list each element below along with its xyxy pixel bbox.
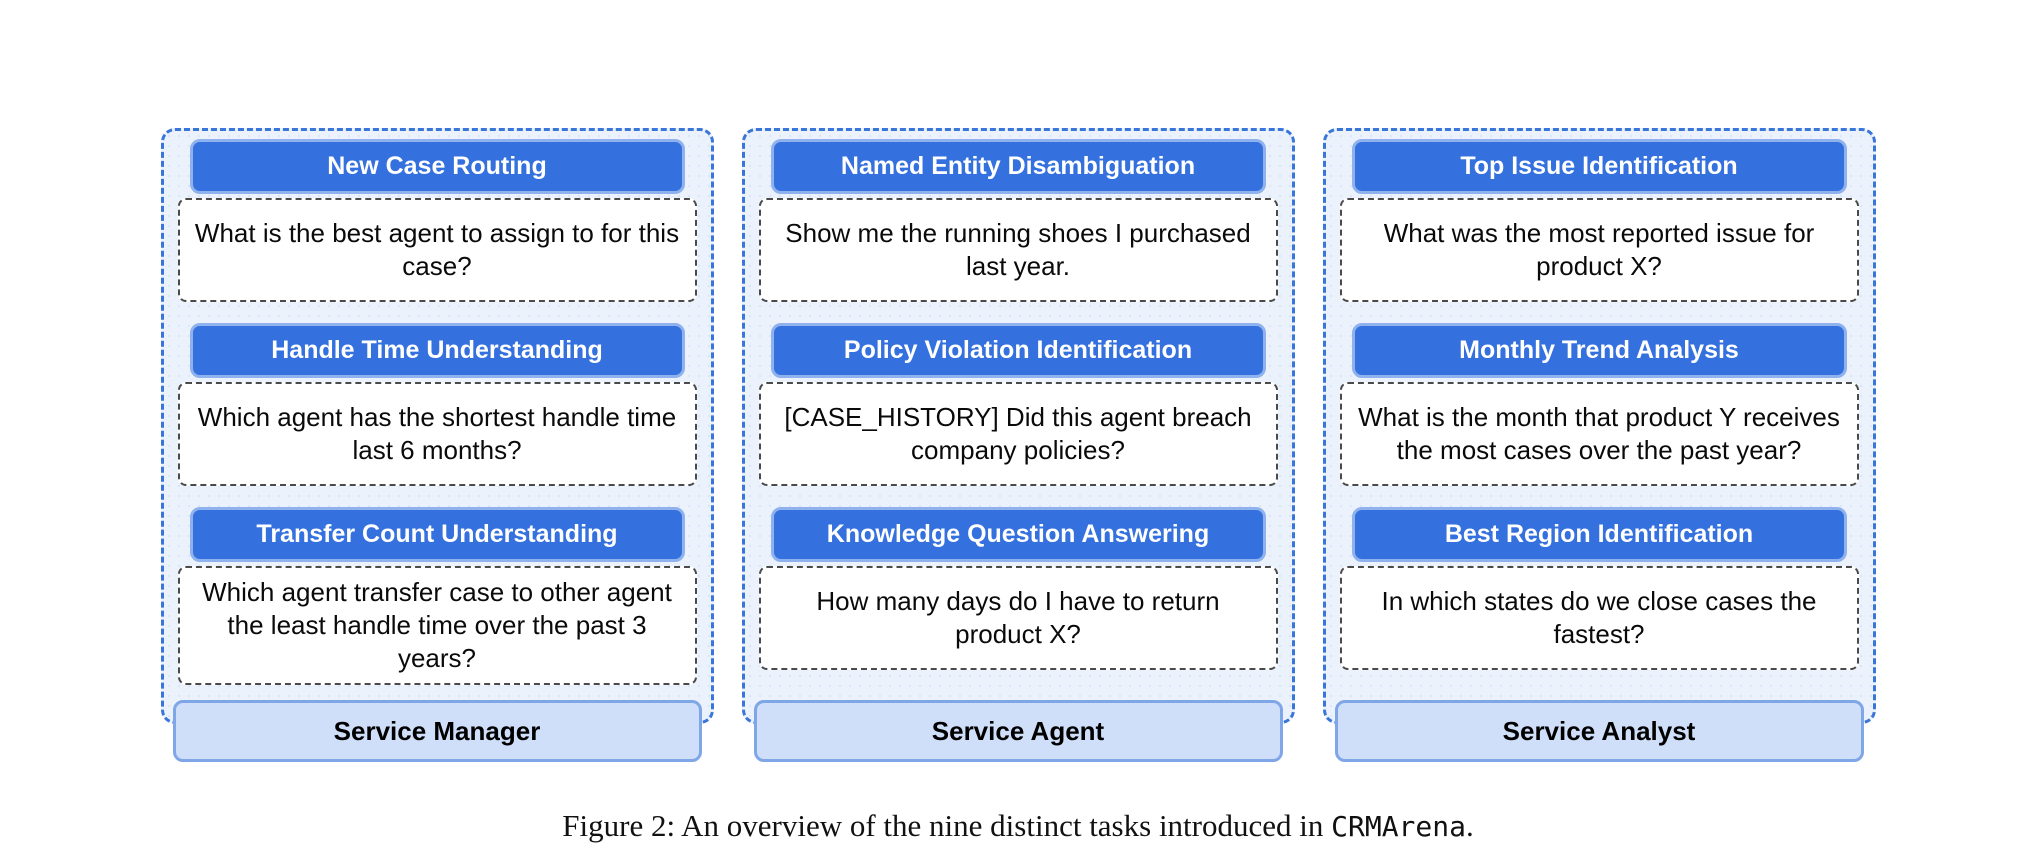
panel-service-manager: New Case Routing What is the best agent … — [160, 128, 714, 725]
question-text: What is the month that product Y receive… — [1358, 401, 1840, 465]
question-text: How many days do I have to return produc… — [816, 585, 1220, 649]
task-header-best-region-identification: Best Region Identification — [1351, 507, 1847, 562]
task-title: Knowledge Question Answering — [826, 520, 1210, 548]
role-label-service-analyst: Service Analyst — [1334, 700, 1864, 763]
figure-caption-text: An overview of the nine distinct tasks i… — [675, 808, 1332, 844]
role-label-service-manager: Service Manager — [172, 700, 702, 763]
task-header-knowledge-question-answering: Knowledge Question Answering — [770, 507, 1266, 562]
role-text: Service Manager — [333, 715, 541, 746]
task-overview-diagram: New Case Routing What is the best agent … — [0, 128, 2036, 763]
task-title: Policy Violation Identification — [843, 336, 1193, 364]
task-title: Monthly Trend Analysis — [1459, 336, 1739, 364]
question-box-handle-time-understanding: Which agent has the shortest handle time… — [177, 382, 697, 486]
question-text: Which agent has the shortest handle time… — [197, 401, 677, 465]
figure-caption-period: . — [1465, 808, 1474, 844]
figure-caption-label: Figure 2: — [562, 808, 676, 844]
task-title: New Case Routing — [327, 152, 547, 180]
role-text: Service Analyst — [1502, 715, 1696, 746]
task-header-named-entity-disambiguation: Named Entity Disambiguation — [770, 139, 1266, 194]
task-header-monthly-trend-analysis: Monthly Trend Analysis — [1351, 323, 1847, 378]
question-text: What was the most reported issue for pro… — [1383, 217, 1815, 281]
task-title: Top Issue Identification — [1460, 152, 1738, 180]
question-box-named-entity-disambiguation: Show me the running shoes I purchased la… — [758, 198, 1278, 302]
question-box-monthly-trend-analysis: What is the month that product Y receive… — [1339, 382, 1859, 486]
figure-caption-code: CRMArena — [1331, 810, 1466, 844]
question-box-transfer-count-understanding: Which agent transfer case to other agent… — [177, 566, 697, 686]
task-header-policy-violation-identification: Policy Violation Identification — [770, 323, 1266, 378]
figure-caption: Figure 2: An overview of the nine distin… — [0, 808, 2036, 844]
column-service-analyst: Top Issue Identification What was the mo… — [1322, 128, 1876, 763]
question-text: What is the best agent to assign to for … — [194, 217, 680, 281]
question-text: In which states do we close cases the fa… — [1381, 585, 1817, 649]
task-header-transfer-count-understanding: Transfer Count Understanding — [189, 507, 685, 562]
panel-service-analyst: Top Issue Identification What was the mo… — [1322, 128, 1876, 725]
question-text: Which agent transfer case to other agent… — [202, 577, 672, 674]
task-header-handle-time-understanding: Handle Time Understanding — [189, 323, 685, 378]
task-title: Handle Time Understanding — [271, 336, 603, 364]
column-service-agent: Named Entity Disambiguation Show me the … — [741, 128, 1295, 763]
task-title: Transfer Count Understanding — [256, 520, 618, 548]
question-box-best-region-identification: In which states do we close cases the fa… — [1339, 566, 1859, 670]
task-title: Named Entity Disambiguation — [840, 152, 1196, 180]
task-header-top-issue-identification: Top Issue Identification — [1351, 139, 1847, 194]
panel-service-agent: Named Entity Disambiguation Show me the … — [741, 128, 1295, 725]
question-text: Show me the running shoes I purchased la… — [785, 217, 1251, 281]
question-box-knowledge-question-answering: How many days do I have to return produc… — [758, 566, 1278, 670]
question-box-new-case-routing: What is the best agent to assign to for … — [177, 198, 697, 302]
task-title: Best Region Identification — [1444, 520, 1754, 548]
task-header-new-case-routing: New Case Routing — [189, 139, 685, 194]
role-label-service-agent: Service Agent — [753, 700, 1283, 763]
question-text: [CASE_HISTORY] Did this agent breach com… — [784, 401, 1252, 465]
column-service-manager: New Case Routing What is the best agent … — [160, 128, 714, 763]
role-text: Service Agent — [931, 715, 1105, 746]
question-box-policy-violation-identification: [CASE_HISTORY] Did this agent breach com… — [758, 382, 1278, 486]
question-box-top-issue-identification: What was the most reported issue for pro… — [1339, 198, 1859, 302]
